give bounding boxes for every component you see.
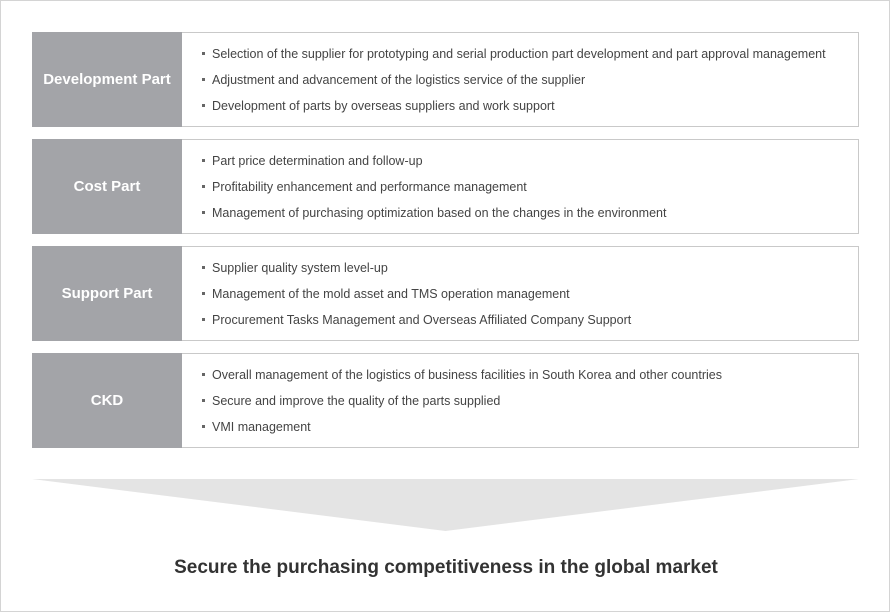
square-bullet-icon (202, 425, 205, 428)
list-item: Profitability enhancement and performanc… (202, 174, 858, 200)
square-bullet-icon (202, 373, 205, 376)
group-development-part: Development Part Selection of the suppli… (32, 32, 859, 127)
item-text: Adjustment and advancement of the logist… (212, 72, 586, 87)
group-label: CKD (32, 353, 182, 448)
item-text: Overall management of the logistics of b… (212, 367, 722, 382)
item-text: Procurement Tasks Management and Oversea… (212, 312, 632, 327)
square-bullet-icon (202, 185, 205, 188)
item-text: Management of the mold asset and TMS ope… (212, 286, 570, 301)
item-text: Part price determination and follow-up (212, 153, 423, 168)
item-text: Selection of the supplier for prototypin… (212, 46, 826, 61)
square-bullet-icon (202, 104, 205, 107)
list-item: Overall management of the logistics of b… (202, 362, 858, 388)
list-item: Supplier quality system level-up (202, 255, 858, 281)
group-items: Overall management of the logistics of b… (182, 353, 859, 448)
square-bullet-icon (202, 52, 205, 55)
square-bullet-icon (202, 211, 205, 214)
item-text: Profitability enhancement and performanc… (212, 179, 527, 194)
list-item: Part price determination and follow-up (202, 148, 858, 174)
square-bullet-icon (202, 159, 205, 162)
group-cost-part: Cost Part Part price determination and f… (32, 139, 859, 234)
square-bullet-icon (202, 266, 205, 269)
group-support-part: Support Part Supplier quality system lev… (32, 246, 859, 341)
item-text: Secure and improve the quality of the pa… (212, 393, 501, 408)
item-text: Management of purchasing optimization ba… (212, 205, 667, 220)
group-ckd: CKD Overall management of the logistics … (32, 353, 859, 448)
list-item: Management of the mold asset and TMS ope… (202, 281, 858, 307)
group-label: Cost Part (32, 139, 182, 234)
square-bullet-icon (202, 318, 205, 321)
item-text: VMI management (212, 419, 311, 434)
list-item: Secure and improve the quality of the pa… (202, 388, 858, 414)
list-item: VMI management (202, 414, 858, 440)
list-item: Development of parts by overseas supplie… (202, 93, 858, 119)
conclusion-text: Secure the purchasing competitiveness in… (174, 557, 718, 578)
group-items: Part price determination and follow-up P… (182, 139, 859, 234)
square-bullet-icon (202, 292, 205, 295)
item-text: Development of parts by overseas supplie… (212, 98, 555, 113)
square-bullet-icon (202, 399, 205, 402)
list-item: Management of purchasing optimization ba… (202, 200, 858, 226)
square-bullet-icon (202, 78, 205, 81)
group-label: Development Part (32, 32, 182, 127)
list-item: Selection of the supplier for prototypin… (202, 41, 858, 67)
list-item: Adjustment and advancement of the logist… (202, 67, 858, 93)
down-arrow-icon (32, 479, 859, 531)
list-item: Procurement Tasks Management and Oversea… (202, 307, 858, 333)
group-label: Support Part (32, 246, 182, 341)
group-items: Supplier quality system level-up Managem… (182, 246, 859, 341)
group-items: Selection of the supplier for prototypin… (182, 32, 859, 127)
item-text: Supplier quality system level-up (212, 260, 388, 275)
